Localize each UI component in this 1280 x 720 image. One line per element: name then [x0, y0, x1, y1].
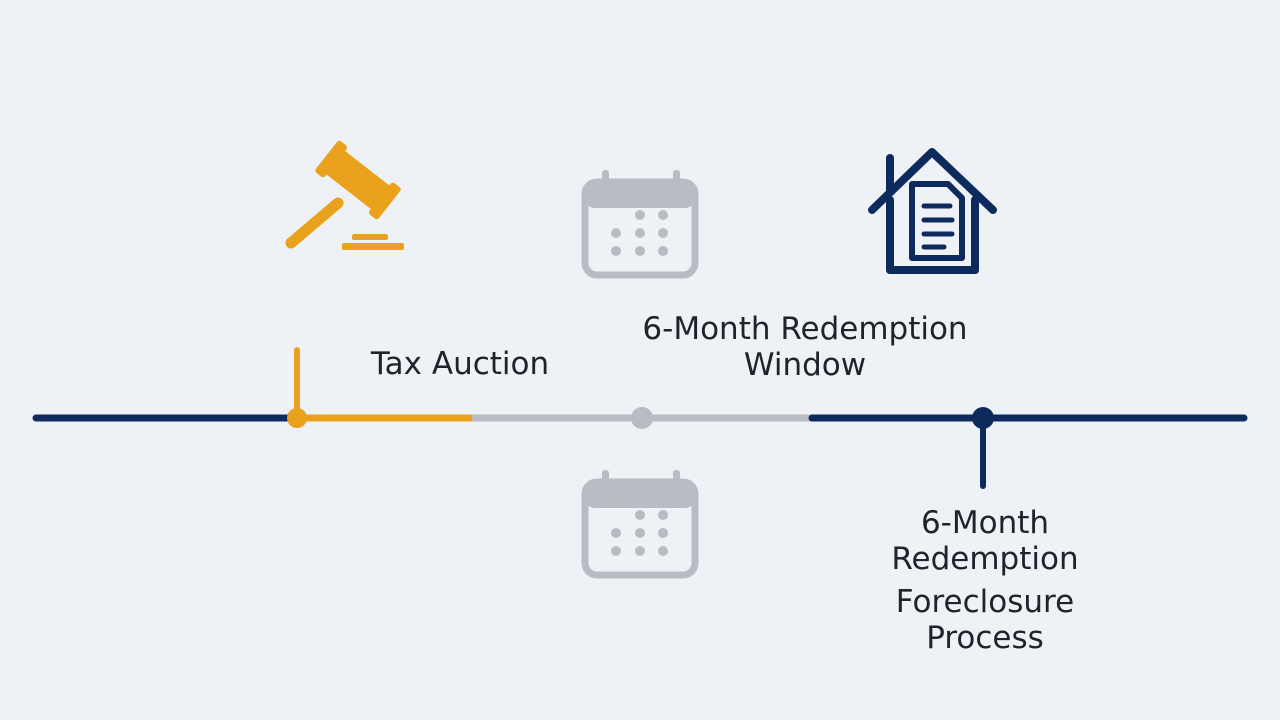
- redemption-marker-dot: [631, 407, 653, 429]
- calendar-icon: [581, 170, 699, 279]
- redemption-window-label-line1: 6-Month Redemption: [642, 311, 968, 347]
- foreclosure-process-label-line1: Foreclosure: [895, 584, 1075, 620]
- auction-label: Tax Auction: [370, 346, 550, 382]
- foreclosure-redemption-label: 6-Month Redemption: [830, 505, 1140, 577]
- foreclosure-redemption-label-line2: Redemption: [891, 541, 1079, 577]
- foreclosure-redemption-label-line1: 6-Month: [920, 505, 1050, 541]
- house-document-icon: [868, 148, 997, 274]
- redemption-window-label: 6-Month Redemption Window: [600, 311, 1010, 383]
- foreclosure-process-label: Foreclosure Process: [830, 584, 1140, 656]
- calendar-icon: [581, 470, 699, 579]
- auction-marker-dot: [287, 408, 307, 428]
- redemption-window-label-line2: Window: [743, 347, 867, 383]
- foreclosure-marker-dot: [972, 407, 994, 429]
- foreclosure-process-label-line2: Process: [926, 620, 1044, 656]
- gavel-icon: [285, 140, 404, 250]
